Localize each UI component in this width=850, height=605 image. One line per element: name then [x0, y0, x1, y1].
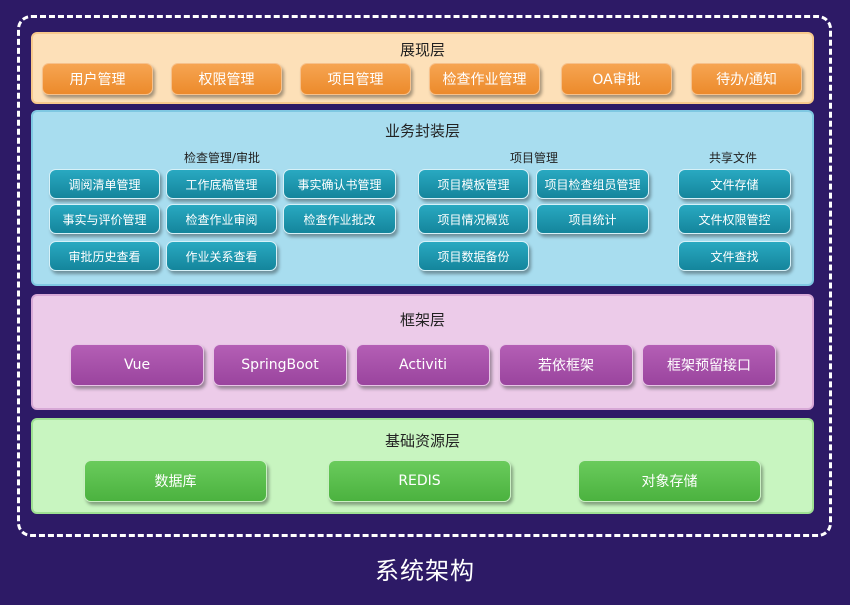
- redis-box: REDIS: [328, 460, 511, 502]
- inspection-item-7: 审批历史查看: [49, 241, 160, 271]
- project-item-2: 项目检查组员管理: [536, 169, 649, 199]
- file-permission-box: 文件权限管控: [678, 204, 791, 234]
- ruoyi-framework-box: 若依框架: [499, 344, 633, 386]
- inspection-item-3: 事实确认书管理: [283, 169, 396, 199]
- inspection-item-1: 调阅清单管理: [49, 169, 160, 199]
- business-layer-title: 业务封装层: [384, 122, 460, 140]
- inspection-item-2: 工作底稿管理: [166, 169, 277, 199]
- business-layer: 业务封装层 检查管理/审批 调阅清单管理 工作底稿管理 事实确认书管理 事实与评…: [31, 110, 814, 286]
- activiti-box: Activiti: [356, 344, 490, 386]
- project-item-1: 项目模板管理: [418, 169, 529, 199]
- framework-layer: 框架层 Vue SpringBoot Activiti 若依框架 框架预留接口: [31, 294, 814, 410]
- object-storage-box: 对象存储: [578, 460, 761, 502]
- vue-box: Vue: [70, 344, 204, 386]
- foundation-layer: 基础资源层 数据库 REDIS 对象存储: [31, 418, 814, 514]
- inspection-group-title: 检查管理/审批: [184, 151, 261, 165]
- database-box: 数据库: [84, 460, 267, 502]
- presentation-layer: 展现层 用户管理 权限管理 项目管理 检查作业管理 OA审批 待办/通知: [31, 32, 814, 104]
- inspection-item-8: 作业关系查看: [166, 241, 277, 271]
- inspection-item-6: 检查作业批改: [283, 204, 396, 234]
- file-storage-box: 文件存储: [678, 169, 791, 199]
- inspection-task-management-box: 检查作业管理: [429, 63, 540, 95]
- springboot-box: SpringBoot: [213, 344, 347, 386]
- inspection-item-4: 事实与评价管理: [49, 204, 160, 234]
- presentation-layer-title: 展现层: [399, 41, 445, 59]
- project-item-3: 项目情况概览: [418, 204, 529, 234]
- project-group-title: 项目管理: [510, 151, 559, 165]
- foundation-layer-title: 基础资源层: [384, 432, 460, 450]
- reserved-interface-box: 框架预留接口: [642, 344, 776, 386]
- files-group-title: 共享文件: [709, 151, 758, 165]
- file-search-box: 文件查找: [678, 241, 791, 271]
- project-management-box: 项目管理: [300, 63, 411, 95]
- project-item-4: 项目统计: [536, 204, 649, 234]
- todo-notification-box: 待办/通知: [691, 63, 802, 95]
- permission-management-box: 权限管理: [171, 63, 282, 95]
- inspection-item-5: 检查作业审阅: [166, 204, 277, 234]
- framework-layer-title: 框架层: [399, 311, 445, 329]
- oa-approval-box: OA审批: [561, 63, 672, 95]
- architecture-frame: [17, 15, 832, 537]
- diagram-caption: 系统架构: [375, 557, 475, 585]
- user-management-box: 用户管理: [42, 63, 153, 95]
- project-item-5: 项目数据备份: [418, 241, 529, 271]
